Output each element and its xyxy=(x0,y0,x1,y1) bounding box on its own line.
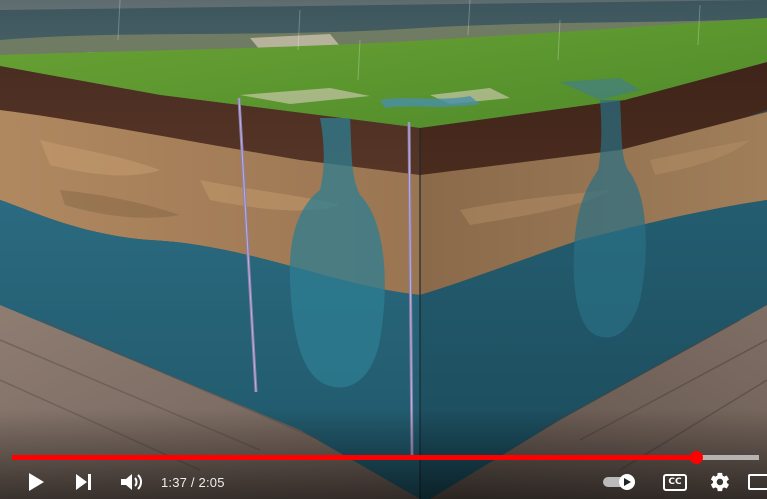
settings-gear-icon xyxy=(710,472,729,492)
autoplay-toggle[interactable] xyxy=(602,468,638,496)
settings-button[interactable] xyxy=(706,468,734,496)
progress-scrubber-handle[interactable] xyxy=(690,451,704,464)
next-button[interactable] xyxy=(70,468,98,496)
cc-icon: CC xyxy=(663,473,687,491)
time-display: 1:37 / 2:05 xyxy=(161,475,225,490)
time-duration: 2:05 xyxy=(198,475,225,490)
captions-button[interactable]: CC xyxy=(660,468,690,496)
play-icon xyxy=(29,473,44,491)
miniplayer-button[interactable] xyxy=(748,468,767,496)
progress-played xyxy=(12,455,697,460)
next-icon xyxy=(76,474,91,490)
miniplayer-icon xyxy=(748,474,767,490)
autoplay-toggle-icon xyxy=(603,474,635,490)
progress-bar[interactable] xyxy=(12,451,759,464)
time-current: 1:37 xyxy=(161,475,188,490)
volume-icon xyxy=(121,474,142,490)
volume-button[interactable] xyxy=(117,468,147,496)
play-button[interactable] xyxy=(22,468,50,496)
control-bar: 1:37 / 2:05 CC xyxy=(0,464,767,499)
time-separator: / xyxy=(187,475,199,490)
